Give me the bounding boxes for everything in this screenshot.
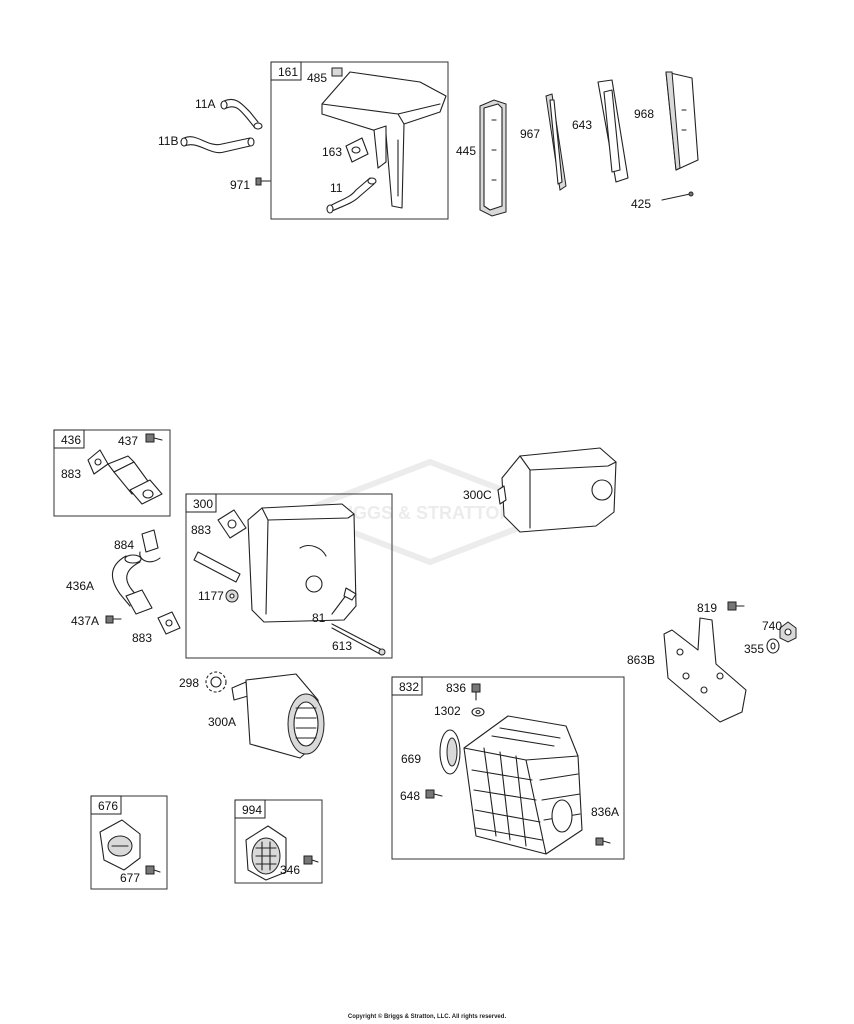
tag-436: 436: [53, 429, 85, 449]
part-648-screw: [425, 789, 443, 799]
part-163-gasket: [345, 137, 369, 163]
part-300C-muffler: [497, 447, 617, 533]
part-836A-screw: [595, 837, 611, 846]
callout-836: 836: [446, 681, 466, 695]
callout-967: 967: [520, 127, 540, 141]
group-994-frame: [234, 799, 323, 884]
callout-11A: 11A: [195, 97, 215, 111]
callout-613: 613: [332, 639, 352, 653]
callout-300C: 300C: [463, 488, 492, 502]
callout-11: 11: [330, 181, 343, 195]
tag-994-label: 994: [242, 803, 262, 817]
part-863B-bracket: [663, 617, 747, 723]
part-445-filter: [479, 99, 507, 217]
group-300-frame: [185, 493, 393, 659]
part-613-stud: [331, 623, 386, 656]
callout-677: 677: [120, 871, 140, 885]
callout-1177: 1177: [198, 589, 224, 603]
part-883-gasket-b: [157, 611, 181, 635]
callout-884: 884: [114, 538, 134, 552]
part-1302-washer: [471, 707, 485, 717]
part-832-guard: [463, 715, 583, 855]
callout-355: 355: [744, 642, 764, 656]
callout-437: 437: [118, 434, 138, 448]
group-832-frame: [391, 676, 625, 860]
callout-971: 971: [230, 178, 250, 192]
part-11A-tube: [220, 98, 263, 130]
part-300-muffler: [193, 503, 357, 623]
part-994-spark-arrester: [245, 825, 287, 881]
callout-968: 968: [634, 107, 654, 121]
tag-300: 300: [185, 493, 217, 513]
callout-883-c: 883: [191, 523, 211, 537]
part-836-screw: [471, 683, 481, 701]
callout-425: 425: [631, 197, 651, 211]
watermark-text: BRIGGS & STRATTON: [322, 503, 512, 523]
callout-740: 740: [762, 619, 782, 633]
group-161-frame: [270, 61, 449, 220]
tag-676-label: 676: [98, 799, 118, 813]
callout-863B: 863B: [627, 653, 655, 667]
tag-300-label: 300: [193, 497, 213, 511]
part-819-screw: [727, 601, 745, 611]
part-883-gasket-a: [87, 449, 109, 475]
callout-11B: 11B: [158, 134, 178, 148]
part-677-screw: [145, 865, 161, 875]
callout-163: 163: [322, 145, 342, 159]
callout-485: 485: [307, 71, 327, 85]
part-11B-tube: [180, 136, 255, 154]
callout-883-a: 883: [61, 467, 81, 481]
tag-161: 161: [270, 61, 302, 81]
tag-832: 832: [391, 676, 423, 696]
part-425-bolt: [661, 191, 694, 201]
callout-436A: 436A: [66, 579, 94, 593]
callout-836A: 836A: [591, 805, 619, 819]
part-485-clip: [331, 67, 343, 77]
part-883-gasket-c: [217, 509, 247, 539]
callout-648: 648: [400, 789, 420, 803]
part-298-washer: [205, 671, 227, 693]
part-355-washer: [766, 638, 780, 654]
part-436A-pipe: [111, 554, 153, 615]
callout-437A: 437A: [71, 614, 99, 628]
tag-994: 994: [234, 799, 266, 819]
part-968-cover: [665, 71, 699, 171]
callout-1302: 1302: [434, 704, 461, 718]
callout-445: 445: [456, 144, 476, 158]
part-81-lock: [331, 587, 357, 615]
part-161-base: [321, 71, 447, 209]
tag-832-label: 832: [399, 680, 419, 694]
part-967-precleaner: [545, 93, 567, 191]
part-346-screw: [303, 855, 319, 865]
tag-436-label: 436: [61, 433, 81, 447]
tag-161-label: 161: [278, 65, 298, 79]
callout-669: 669: [401, 752, 421, 766]
copyright-notice: Copyright © Briggs & Stratton, LLC. All …: [347, 1014, 507, 1020]
callout-298: 298: [179, 676, 199, 690]
part-437A-screw: [105, 615, 122, 624]
part-676-guard: [99, 819, 141, 871]
part-740-nut: [779, 621, 797, 643]
part-884-clamp: [139, 529, 161, 563]
group-436-frame: [53, 429, 171, 517]
callout-81: 81: [312, 611, 326, 625]
part-1177-nut: [225, 589, 239, 603]
callout-819: 819: [697, 601, 717, 615]
callout-300A: 300A: [208, 715, 236, 729]
tag-676: 676: [90, 795, 122, 815]
part-669-ring: [439, 729, 461, 775]
part-300A-muffler: [231, 673, 325, 759]
part-643-seal: [597, 79, 629, 183]
part-11-tube: [326, 177, 377, 214]
part-437-screw: [145, 433, 163, 443]
part-971-screw: [255, 177, 271, 186]
callout-346: 346: [280, 863, 300, 877]
callout-883-b: 883: [132, 631, 152, 645]
group-676-frame: [90, 795, 168, 890]
callout-643: 643: [572, 118, 592, 132]
part-436-flange-pipe: [107, 455, 163, 505]
